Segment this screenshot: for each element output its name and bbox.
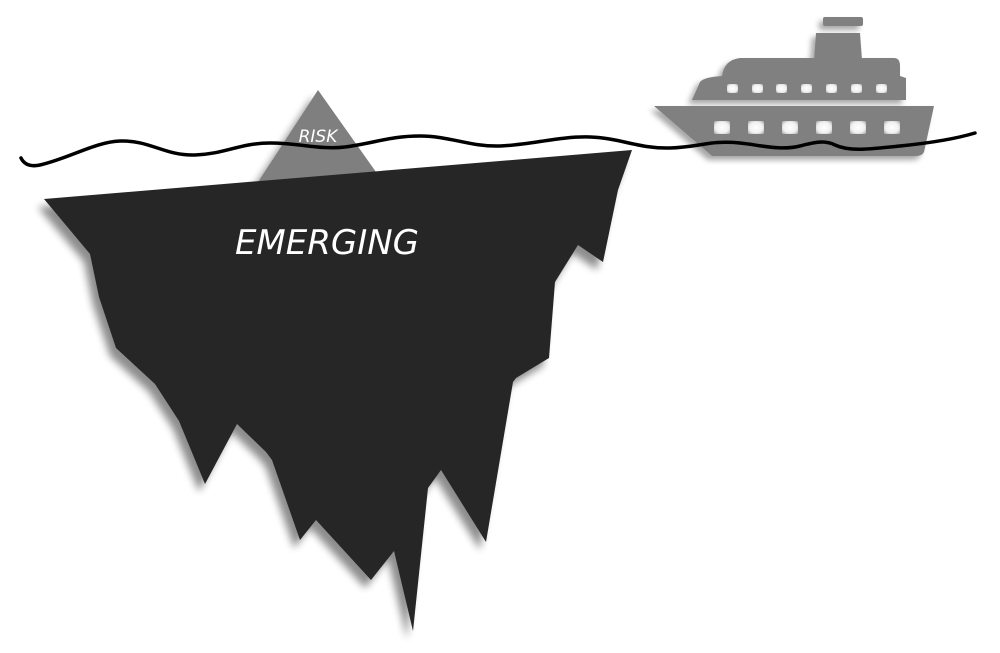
iceberg-underwater: EMERGING bbox=[44, 150, 632, 631]
iceberg-tip: RISK bbox=[258, 90, 376, 182]
ship-icon bbox=[654, 17, 934, 156]
waterline bbox=[19, 131, 977, 168]
ship-upper-windows bbox=[727, 84, 887, 93]
emerging-label: EMERGING bbox=[235, 223, 419, 263]
ship-lower-windows bbox=[714, 121, 900, 134]
risk-label: RISK bbox=[299, 127, 340, 147]
